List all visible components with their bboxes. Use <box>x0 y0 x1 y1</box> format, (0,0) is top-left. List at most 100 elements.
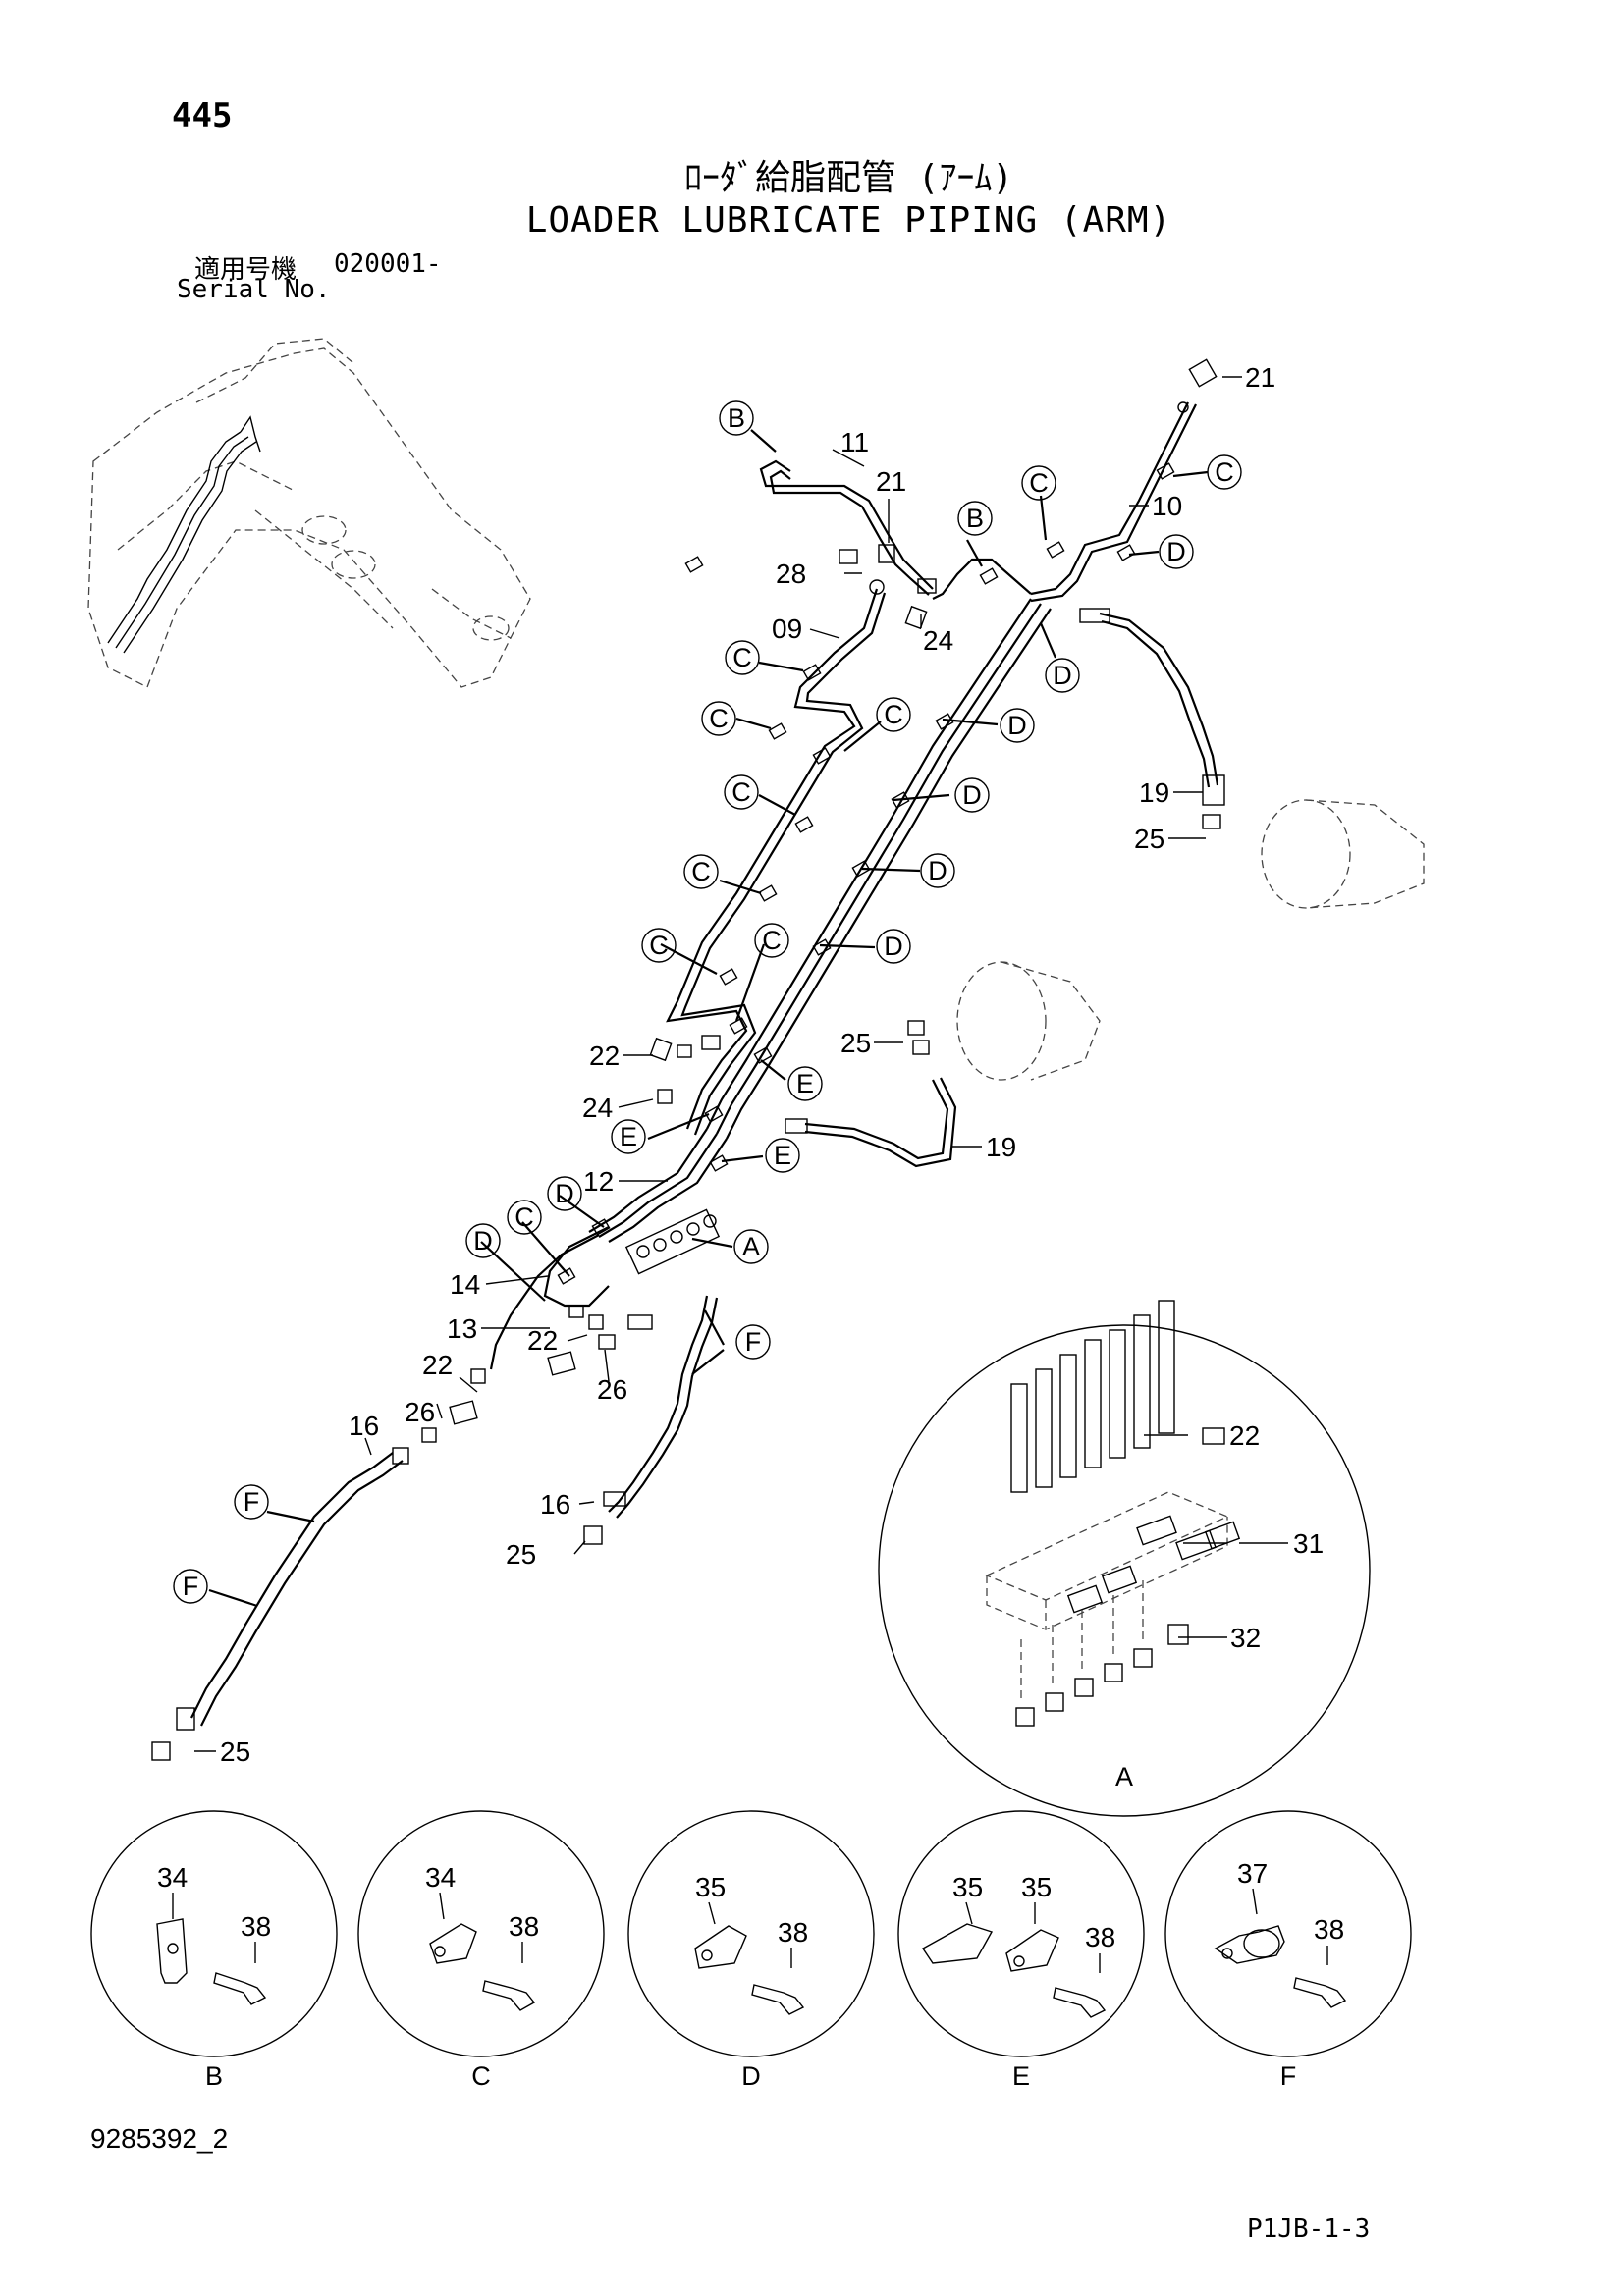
detail-a-view: A <box>878 1300 1371 1817</box>
callout-D: D <box>1159 534 1194 569</box>
part-label-25: 25 <box>840 1028 871 1058</box>
svg-text:C: C <box>884 700 903 729</box>
detail-d-label: D <box>741 2061 761 2091</box>
detail-b-part-34: 34 <box>157 1862 188 1893</box>
callout-E: E <box>611 1119 646 1154</box>
callout-D: D <box>954 777 990 813</box>
part-label-13: 13 <box>447 1313 477 1344</box>
detail-d-part-38: 38 <box>778 1917 808 1948</box>
svg-text:D: D <box>1007 711 1027 740</box>
part-label-22: 22 <box>1229 1420 1260 1451</box>
part-label-16: 16 <box>349 1411 379 1441</box>
svg-text:F: F <box>183 1572 199 1601</box>
callout-B: B <box>719 400 754 436</box>
callout-C: C <box>725 640 760 675</box>
callout-C: C <box>1021 465 1056 501</box>
callout-C: C <box>701 701 736 736</box>
detail-f-view: F 37 38 <box>1164 1810 1412 2091</box>
svg-text:C: C <box>762 926 782 955</box>
part-label-25: 25 <box>506 1539 536 1570</box>
detail-e-view: E 35 35 38 <box>897 1810 1145 2091</box>
svg-text:F: F <box>745 1327 762 1357</box>
detail-e-part-35: 35 <box>952 1872 983 1902</box>
callout-F: F <box>173 1569 208 1604</box>
title-japanese: ﾛｰﾀﾞ給脂配管 (ｱｰﾑ) <box>683 158 1014 198</box>
part-label-16: 16 <box>540 1489 570 1520</box>
part-label-26: 26 <box>597 1374 627 1405</box>
detail-b-label: B <box>205 2061 223 2091</box>
detail-c-view: C 34 38 <box>357 1810 605 2091</box>
callout-C: C <box>876 697 911 732</box>
part-label-22: 22 <box>527 1325 558 1356</box>
svg-text:C: C <box>1215 457 1234 487</box>
page-number: 445 <box>172 96 233 135</box>
part-label-10: 10 <box>1152 491 1182 521</box>
part-number-labels: 21 11 21 10 28 09 24 19 25 25 22 24 19 1… <box>220 362 1275 1767</box>
callout-C: C <box>724 774 759 810</box>
part-label-22: 22 <box>422 1350 453 1380</box>
detail-views-row: B 34 38 C 34 38 D 35 38 <box>90 1810 1412 2091</box>
callout-arrows <box>208 429 1209 1608</box>
svg-text:C: C <box>709 704 729 733</box>
callout-C: C <box>754 923 789 958</box>
svg-text:E: E <box>796 1069 814 1098</box>
svg-text:D: D <box>884 932 903 961</box>
svg-text:F: F <box>244 1487 260 1517</box>
svg-text:B: B <box>966 504 984 533</box>
detail-c-part-38: 38 <box>509 1911 539 1942</box>
document-number: 9285392_2 <box>90 2123 229 2154</box>
callout-E: E <box>765 1138 800 1173</box>
detail-e-part-38: 38 <box>1085 1922 1115 1952</box>
part-label-24: 24 <box>582 1093 613 1123</box>
piping-main <box>151 358 1425 1761</box>
callout-circles: B C B C D D C C C D C D C D C C D E E E … <box>173 400 1242 1604</box>
detail-e-label: E <box>1012 2061 1030 2091</box>
svg-text:D: D <box>928 856 947 885</box>
part-label-32: 32 <box>1230 1623 1261 1653</box>
arm-overview-sketch <box>87 338 531 688</box>
callout-D: D <box>876 929 911 964</box>
part-label-21: 21 <box>1245 362 1275 393</box>
callout-C: C <box>1207 454 1242 490</box>
part-label-26: 26 <box>405 1397 435 1427</box>
callout-C: C <box>641 928 677 963</box>
callout-D: D <box>465 1223 501 1258</box>
part-label-25: 25 <box>1134 824 1164 854</box>
detail-f-part-38: 38 <box>1314 1914 1344 1945</box>
callout-A: A <box>733 1229 769 1264</box>
serial-value: 020001- <box>334 249 442 279</box>
detail-b-part-38: 38 <box>241 1911 271 1942</box>
callout-D: D <box>1045 658 1080 693</box>
detail-d-view: D 35 38 <box>627 1810 875 2091</box>
svg-text:D: D <box>555 1179 574 1208</box>
svg-text:E: E <box>620 1122 637 1151</box>
callout-C: C <box>683 854 719 889</box>
callout-F: F <box>234 1484 269 1520</box>
svg-text:C: C <box>691 857 711 886</box>
callout-B: B <box>957 501 993 536</box>
part-label-11: 11 <box>840 427 869 457</box>
title-english: LOADER LUBRICATE PIPING (ARM) <box>525 200 1172 240</box>
leader-lines <box>194 376 1242 1752</box>
svg-text:D: D <box>1053 661 1072 690</box>
callout-E: E <box>787 1066 823 1101</box>
svg-text:B: B <box>728 403 745 433</box>
callout-C: C <box>507 1200 542 1235</box>
svg-text:E: E <box>774 1141 791 1170</box>
callout-D: D <box>1000 708 1035 743</box>
detail-f-label: F <box>1280 2061 1297 2091</box>
detail-d-part-35: 35 <box>695 1872 726 1902</box>
part-label-31: 31 <box>1293 1528 1324 1559</box>
callout-D: D <box>547 1176 582 1211</box>
callout-F: F <box>735 1324 771 1360</box>
svg-text:D: D <box>473 1226 493 1255</box>
detail-c-part-34: 34 <box>425 1862 456 1893</box>
detail-a-label: A <box>1115 1762 1133 1791</box>
part-label-19: 19 <box>1139 777 1169 808</box>
part-label-22: 22 <box>589 1041 620 1071</box>
callout-D: D <box>920 853 955 888</box>
svg-text:C: C <box>731 777 751 807</box>
detail-f-part-37: 37 <box>1237 1858 1268 1889</box>
part-label-25: 25 <box>220 1736 250 1767</box>
